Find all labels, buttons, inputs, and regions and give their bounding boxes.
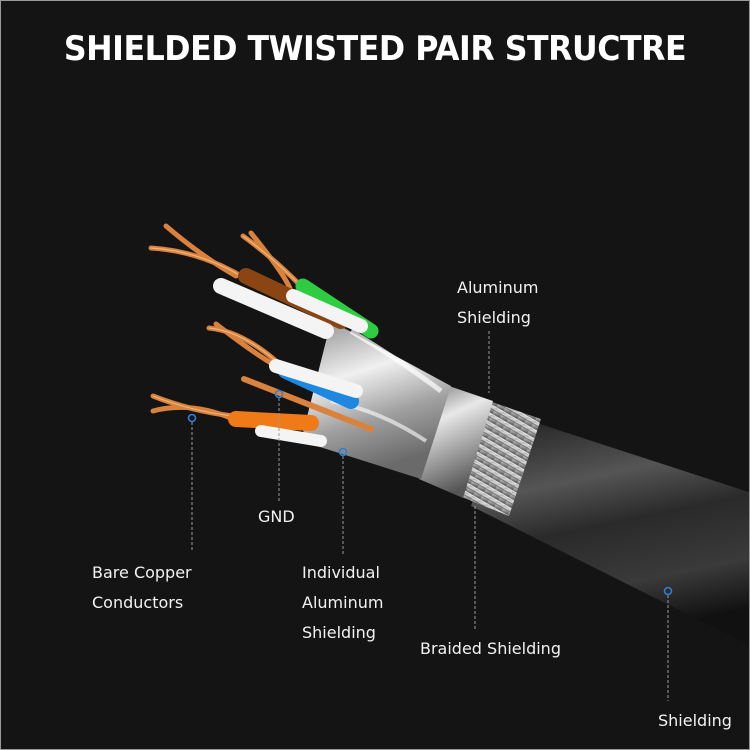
marker-shielding xyxy=(663,586,673,596)
marker-bare-copper xyxy=(187,413,197,423)
label-line: Bare Copper xyxy=(92,563,192,582)
wire-white-2 xyxy=(286,289,368,333)
label-line: Individual xyxy=(302,563,380,582)
label-individual-aluminum-shielding: Individual Aluminum Shielding xyxy=(302,558,383,648)
label-aluminum-shielding: Aluminum Shielding xyxy=(457,273,538,333)
label-bare-copper-conductors: Bare Copper Conductors xyxy=(92,558,192,618)
label-line: Braided Shielding xyxy=(420,639,561,658)
foil-bundle xyxy=(301,321,451,479)
label-line: GND xyxy=(258,507,295,526)
marker-gnd xyxy=(274,389,284,399)
aluminum-shielding-ring xyxy=(419,386,493,498)
wire-white-3 xyxy=(269,359,363,398)
label-line: Shielding xyxy=(302,623,376,642)
diagram-title: SHIELDED TWISTED PAIR STRUCTRE xyxy=(63,29,687,69)
label-shielding: Shielding xyxy=(658,706,732,736)
label-gnd: GND xyxy=(258,502,295,532)
label-line: Aluminum xyxy=(302,593,384,612)
wire-white-4 xyxy=(255,425,327,447)
wire-orange xyxy=(228,411,319,431)
braided-shielding-ring xyxy=(459,401,541,516)
label-line: Shielding xyxy=(658,711,732,730)
wire-white-1 xyxy=(213,278,334,339)
label-line: Aluminum xyxy=(457,278,539,297)
outer-jacket xyxy=(471,413,749,645)
label-line: Conductors xyxy=(92,593,184,612)
marker-individual-shielding xyxy=(338,447,348,457)
label-line: Shielding xyxy=(457,308,531,327)
label-braided-shielding: Braided Shielding xyxy=(420,634,561,664)
